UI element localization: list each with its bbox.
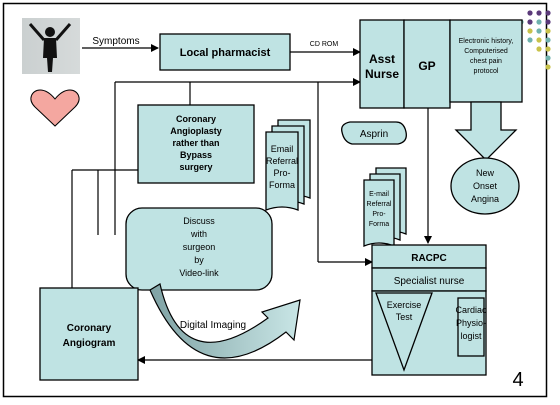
cd-rom-label: CD ROM — [310, 41, 339, 48]
heart-icon — [30, 89, 80, 127]
email-referral-document-stack-2 — [363, 167, 407, 247]
email-referral-line-1: Email — [271, 144, 294, 154]
exercise-test-line-2: Test — [396, 312, 413, 322]
racpc-label: RACPC — [411, 253, 447, 264]
digital-imaging-label: Digital Imaging — [180, 320, 246, 331]
email-referral-line-3: Pro- — [273, 168, 290, 178]
asst-nurse-box — [359, 19, 405, 109]
connectors — [71, 44, 459, 364]
email-referral2-line-1: E-mail — [369, 191, 389, 198]
new-onset-angina-line-2: Onset — [473, 181, 498, 191]
down-arrow-shape — [454, 101, 518, 161]
email-referral-line-2: Referral — [266, 156, 298, 166]
decorative-dots — [518, 10, 551, 70]
asst-label: Asst — [369, 52, 395, 66]
email-referral2-line-4: Forma — [369, 221, 389, 228]
discuss-box — [125, 207, 273, 291]
electronic-history-line-3: chest pain — [470, 58, 502, 65]
slide-number: 4 — [512, 369, 523, 391]
discuss-line-2: with — [190, 229, 207, 239]
coronary-angiogram-line-1: Coronary — [67, 323, 112, 334]
cardiac-physiologist-line-1: Cardiac — [455, 305, 487, 315]
email-referral2-line-2: Referral — [367, 201, 392, 208]
electronic-history-line-2: Computerised — [464, 48, 508, 55]
new-onset-angina-line-1: New — [476, 168, 495, 178]
electronic-history-line-1: Electronic history, — [459, 38, 514, 45]
electronic-history-line-4: protocol — [474, 68, 499, 75]
asprin-scroll — [341, 121, 407, 145]
patient-figure-image — [22, 18, 80, 74]
angioplasty-line-2: Angioplasty — [170, 126, 222, 136]
coronary-angiogram-line-2: Angiogram — [63, 338, 116, 349]
exercise-test-triangle — [375, 292, 433, 372]
symptoms-label: Symptoms — [92, 36, 139, 47]
email-referral-line-4: Forma — [269, 180, 295, 190]
coronary-angiogram-box — [39, 287, 139, 381]
electronic-history-box — [449, 19, 523, 103]
cardiac-physiologist-line-2: Physio- — [456, 318, 486, 328]
discuss-line-5: Video-link — [179, 268, 219, 278]
local-pharmacist-label: Local pharmacist — [180, 47, 271, 59]
nurse-label: Nurse — [365, 67, 399, 81]
discuss-line-4: by — [194, 255, 204, 265]
angioplasty-line-1: Coronary — [176, 114, 216, 124]
asprin-label: Asprin — [360, 129, 388, 140]
gp-label: GP — [418, 59, 435, 73]
specialist-nurse-label: Specialist nurse — [394, 276, 465, 287]
exercise-test-line-1: Exercise — [387, 300, 422, 310]
gp-box — [403, 19, 451, 109]
email-referral-document-stack — [265, 119, 311, 211]
cardiac-physiologist-line-3: logist — [460, 331, 482, 341]
email-referral2-line-3: Pro- — [372, 211, 386, 218]
local-pharmacist-box — [159, 33, 291, 71]
angioplasty-line-4: Bypass — [180, 150, 212, 160]
angioplasty-box — [137, 104, 255, 184]
angioplasty-line-5: surgery — [179, 162, 212, 172]
new-onset-angina-line-3: Angina — [471, 194, 499, 204]
discuss-line-3: surgeon — [183, 242, 216, 252]
curved-arrow-digital-imaging — [149, 283, 301, 359]
discuss-line-1: Discuss — [183, 216, 215, 226]
angioplasty-line-3: rather than — [172, 138, 219, 148]
cardiac-physiologist-box — [457, 297, 485, 357]
new-onset-angina-ellipse — [450, 157, 520, 215]
